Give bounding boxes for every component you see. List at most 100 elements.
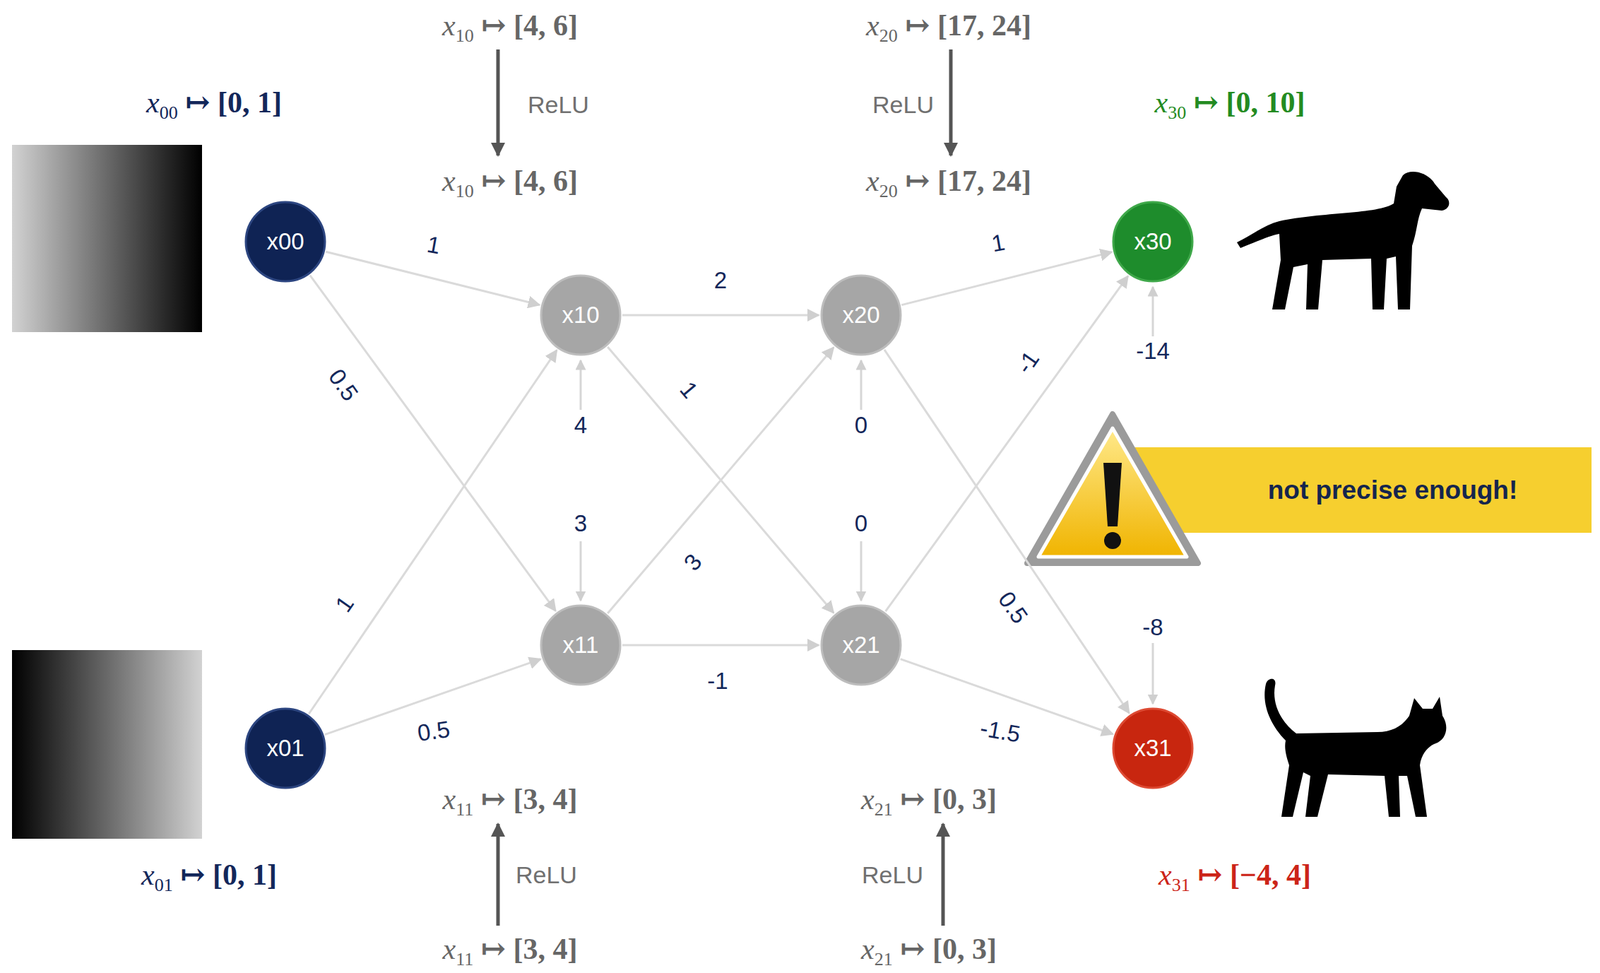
- exclamation-mark: [1103, 462, 1122, 527]
- output-neuron: x31: [1111, 707, 1194, 790]
- neuron-name: x10: [561, 301, 600, 329]
- relu-arrow: [949, 49, 953, 156]
- neuron-fill: [821, 275, 901, 355]
- activation-label: ReLU: [527, 91, 590, 119]
- exclamation-dot: [1104, 531, 1122, 549]
- weight-label: -1: [1009, 344, 1046, 381]
- text-part: ↦ [0, 1]: [178, 86, 282, 119]
- weight-label: 3: [677, 546, 710, 578]
- text-part: x: [861, 932, 875, 965]
- text-part: 10: [455, 25, 474, 46]
- weight-label: 1: [328, 589, 361, 619]
- weight-label: 1: [673, 374, 705, 405]
- text-part: ↦ [0, 3]: [892, 932, 997, 965]
- weight-label: 0.5: [413, 715, 455, 748]
- bias-value: -14: [1133, 337, 1172, 365]
- relu-arrow: [496, 823, 501, 926]
- text-part: x: [1158, 858, 1172, 891]
- neuron-name: x01: [266, 734, 304, 762]
- text-part: 01: [154, 874, 174, 896]
- dog-silhouette: [1236, 171, 1449, 310]
- text-part: x: [141, 858, 155, 891]
- neuron-name: x00: [266, 228, 304, 256]
- text-part: x: [442, 164, 456, 198]
- neuron-fill: [245, 202, 325, 282]
- interval-annotation: x00 ↦ [0, 1]: [146, 85, 282, 120]
- text-part: ↦ [0, 1]: [173, 858, 277, 891]
- text-part: ↦ [4, 6]: [473, 9, 578, 42]
- neuron-name: x11: [563, 631, 600, 659]
- interval-annotation: x30 ↦ [0, 10]: [1154, 85, 1306, 120]
- interval-annotation: x01 ↦ [0, 1]: [141, 857, 277, 892]
- weight-connection: [325, 251, 540, 305]
- input-image: [12, 144, 203, 333]
- interval-annotation: x20 ↦ [17, 24]: [866, 8, 1032, 43]
- neuron-name: x20: [842, 301, 880, 329]
- weight-connection: [884, 349, 1130, 713]
- bias-arrow: [860, 360, 863, 410]
- warning-triangle: [1038, 428, 1187, 557]
- output-neuron: x30: [1111, 200, 1194, 283]
- weight-connection: [308, 350, 557, 715]
- weight-connection: [310, 275, 556, 612]
- cat-body: [1264, 678, 1447, 817]
- weight-label: -1: [704, 667, 730, 695]
- input-image: [12, 649, 203, 839]
- neuron-name: x31: [1133, 734, 1172, 762]
- text-part: x: [442, 932, 457, 965]
- bias-arrow: [1152, 286, 1155, 337]
- weight-label: 1: [423, 230, 446, 260]
- text-part: ↦ [3, 4]: [473, 932, 578, 965]
- text-part: x: [866, 164, 880, 198]
- text-part: ↦ [3, 4]: [473, 782, 578, 816]
- neuron-fill: [1113, 708, 1193, 788]
- weight-label: 0.5: [322, 362, 366, 408]
- relu-arrow: [496, 49, 501, 156]
- text-part: 11: [455, 798, 474, 820]
- text-part: 10: [455, 180, 474, 202]
- weight-label: -1.5: [976, 714, 1025, 749]
- text-part: 30: [1167, 102, 1187, 123]
- weight-connection: [622, 644, 819, 647]
- bias-arrow: [579, 541, 583, 601]
- activation-label: ReLU: [515, 861, 578, 889]
- bias-arrow: [860, 541, 863, 601]
- text-part: ↦ [17, 24]: [897, 164, 1032, 198]
- input-neuron: x00: [244, 200, 327, 283]
- input-neuron: x01: [244, 707, 327, 790]
- interval-annotation: x31 ↦ [−4, 4]: [1158, 857, 1312, 892]
- interval-annotation: x10 ↦ [4, 6]: [442, 8, 578, 43]
- hidden-neuron: x20: [820, 274, 903, 357]
- text-part: ↦ [0, 10]: [1186, 86, 1305, 119]
- bias-value: 0: [852, 411, 870, 439]
- text-part: ↦ [4, 6]: [473, 164, 578, 198]
- bias-value: 4: [572, 411, 590, 439]
- warning-band: not precise enough!: [1193, 447, 1592, 533]
- text-part: x: [1154, 86, 1169, 119]
- text-part: ↦ [17, 24]: [897, 9, 1032, 42]
- text-part: x: [861, 782, 875, 816]
- neuron-fill: [245, 708, 325, 788]
- weight-connection: [885, 276, 1129, 612]
- bias-arrow: [579, 360, 583, 410]
- text-part: 21: [874, 798, 893, 820]
- text-part: 21: [874, 948, 893, 970]
- text-part: x: [146, 86, 160, 119]
- bias-arrow: [1152, 642, 1155, 704]
- text-part: 20: [879, 25, 898, 46]
- neuron-fill: [541, 605, 621, 685]
- text-part: x: [442, 782, 457, 816]
- text-part: x: [866, 9, 880, 42]
- weight-connection: [607, 346, 834, 613]
- text-part: 31: [1171, 874, 1191, 896]
- interval-annotation: x21 ↦ [0, 3]: [861, 931, 997, 966]
- neuron-fill: [821, 605, 901, 685]
- relu-arrow: [941, 823, 946, 926]
- activation-label: ReLU: [861, 861, 924, 889]
- text-part: ↦ [0, 3]: [892, 782, 997, 816]
- warning-triangle-rim: [1027, 413, 1199, 564]
- warning-text: not precise enough!: [1267, 475, 1519, 506]
- hidden-neuron: x10: [539, 274, 622, 357]
- weight-connection: [622, 314, 819, 317]
